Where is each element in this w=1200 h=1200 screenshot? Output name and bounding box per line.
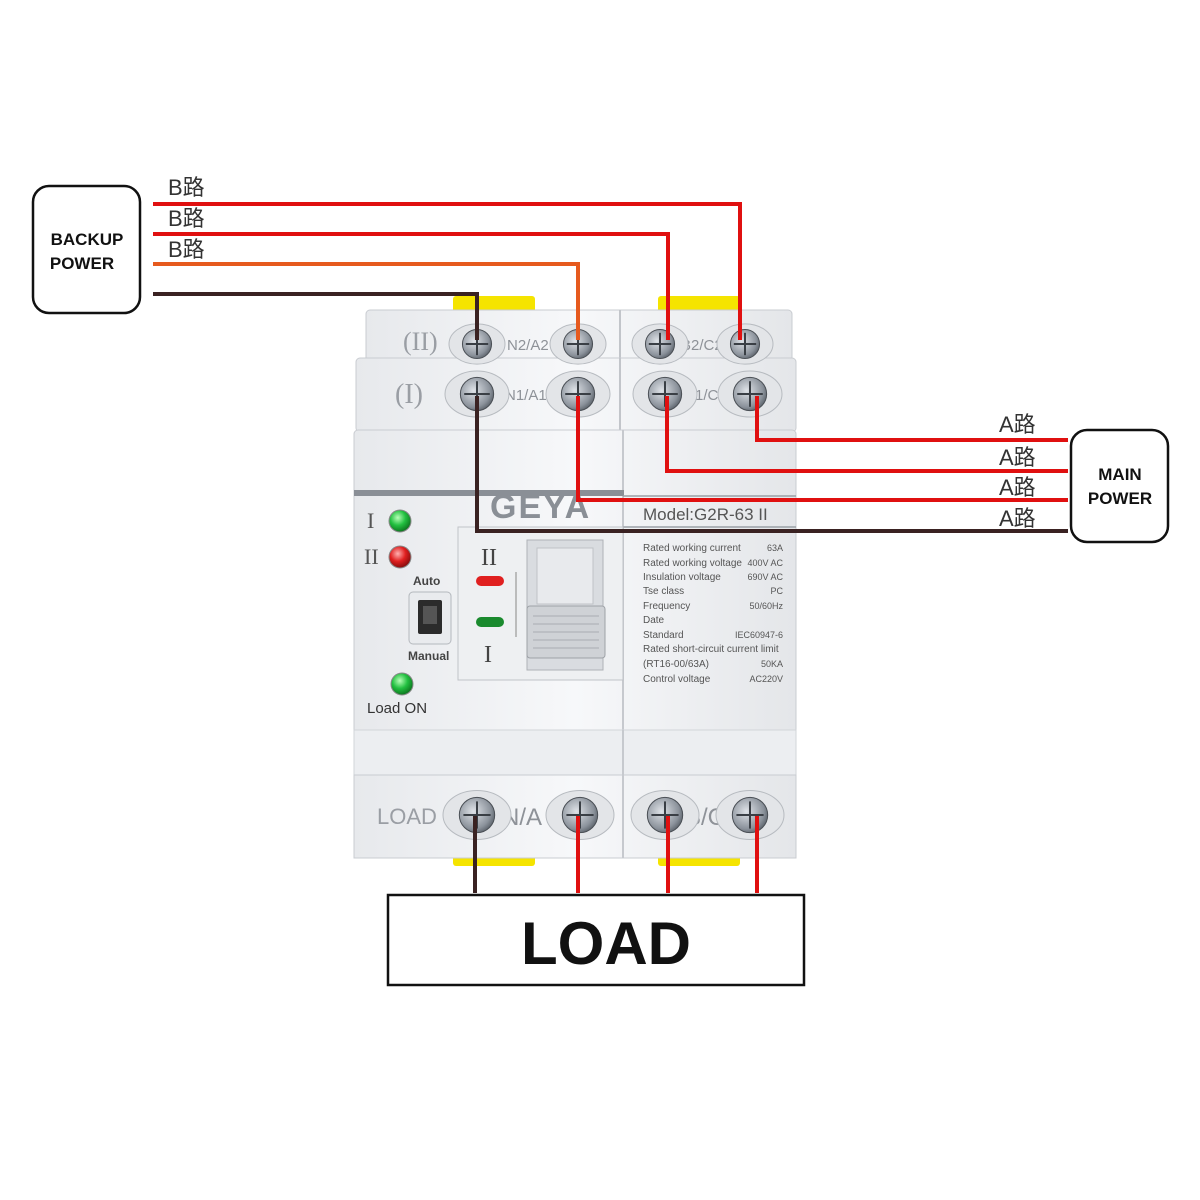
spec-name: Rated working voltage [643, 558, 742, 569]
spec-name: Standard [643, 630, 684, 641]
main-power-label-line1: MAIN [1098, 465, 1141, 484]
source-two-indicator-label: II [364, 544, 379, 569]
source-one-led [388, 509, 412, 533]
b-wire-label-1: B路 [168, 175, 205, 200]
spec-name: Frequency [643, 601, 690, 612]
screw-c1 [717, 370, 783, 418]
spec-value: 63A [767, 543, 783, 553]
transfer-handle[interactable] [526, 539, 606, 671]
spec-value: IEC60947-6 [735, 630, 783, 640]
a-wire-3 [576, 396, 1068, 502]
source-one-indicator-label: I [367, 508, 374, 533]
load-box-label: LOAD [521, 910, 691, 977]
screw-n2-a2 [448, 323, 506, 365]
terminal-label-b2-c2: B2/C2 [681, 337, 723, 354]
screw-b1 [632, 370, 698, 418]
b-wire-2 [153, 232, 670, 340]
screw-a1 [545, 370, 611, 418]
transfer-switch: GEYA Model:G2R-63 II (II) (I) LOAD N2/A2… [353, 296, 797, 866]
load-on-led [390, 672, 414, 696]
brand-logo: GEYA [490, 488, 591, 526]
b-wire-1 [153, 202, 742, 340]
a-wire-1 [755, 396, 1068, 442]
screw-load-a [545, 790, 615, 840]
model-label: Model:G2R-63 II [643, 505, 768, 524]
load-box: LOAD [386, 893, 806, 987]
manual-label: Manual [408, 649, 449, 663]
screw-load-b [630, 790, 700, 840]
terminal-label-n1-a1: N1/A1 [505, 387, 547, 404]
spec-value: 690V AC [747, 572, 783, 582]
source-one-row-label: (I) [395, 379, 423, 410]
spec-name: Rated short-circuit current limit [643, 644, 779, 655]
main-power-label-line2: POWER [1088, 489, 1152, 508]
spec-name: (RT16-00/63A) [643, 659, 709, 670]
backup-power-label-line2: POWER [50, 254, 114, 273]
spec-value: 50/60Hz [749, 601, 783, 611]
backup-neutral-wire [153, 292, 479, 340]
backup-power-box: BACKUP POWER [31, 184, 142, 315]
main-neutral-wire [475, 396, 1068, 533]
spec-value: 50KA [761, 659, 783, 669]
spec-value: PC [770, 586, 783, 596]
b-wire-label-2: B路 [168, 206, 205, 231]
spec-value: AC220V [749, 674, 783, 684]
load-row-label: LOAD [377, 804, 437, 829]
b-wire-3 [153, 262, 580, 340]
specs-table: Rated working current 63A Rated working vo… [643, 543, 783, 685]
source-two-row-label: (II) [403, 327, 438, 356]
terminal-screws [442, 323, 785, 840]
screw-n1-a1 [444, 370, 510, 418]
auto-label: Auto [413, 574, 440, 588]
screw-a2 [549, 323, 607, 365]
wires [153, 202, 1068, 893]
main-power-box: MAIN POWER [1069, 428, 1170, 544]
screw-c2 [716, 323, 774, 365]
spec-name: Rated working current [643, 543, 741, 554]
b-wire-label-3: B路 [168, 237, 205, 262]
a-wire-label-2: A路 [999, 445, 1036, 470]
handle-bottom-mark: I [484, 642, 492, 668]
spec-name: Control voltage [643, 674, 711, 685]
auto-manual-selector[interactable] [408, 591, 452, 645]
load-on-label: Load ON [367, 700, 427, 717]
a-wire-2 [665, 396, 1068, 473]
terminal-label-n2-a2: N2/A2 [507, 337, 549, 354]
a-wire-label-1: A路 [999, 412, 1036, 437]
screw-load-c [715, 790, 785, 840]
spec-name: Tse class [643, 586, 684, 597]
source-one-status-light [476, 617, 504, 627]
spec-value: 400V AC [747, 558, 783, 568]
handle-top-mark: II [481, 545, 497, 571]
a-wire-label-4: A路 [999, 506, 1036, 531]
screw-b2 [631, 323, 689, 365]
backup-power-label-line1: BACKUP [51, 230, 124, 249]
source-two-status-light [476, 576, 504, 586]
spec-name: Insulation voltage [643, 572, 721, 583]
a-wire-label-3: A路 [999, 475, 1036, 500]
source-two-led [388, 545, 412, 569]
spec-name: Date [643, 615, 665, 626]
